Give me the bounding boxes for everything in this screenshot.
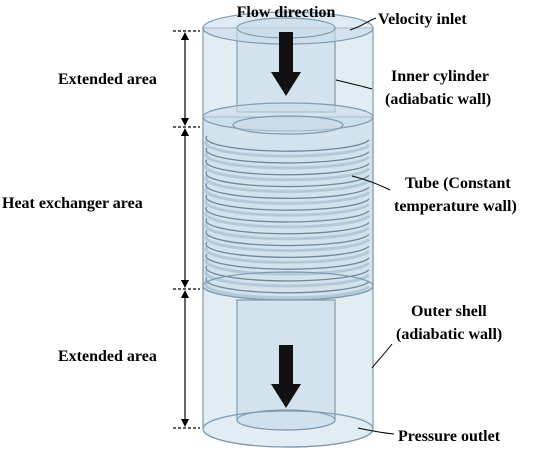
tube-coil-highlight xyxy=(204,151,371,170)
leader-tube xyxy=(351,175,391,191)
leader-inner-cylinder xyxy=(335,79,373,90)
dimension-lines xyxy=(173,30,200,429)
arrowhead xyxy=(181,290,189,298)
tube-coil-highlight xyxy=(204,234,371,253)
tube-coil xyxy=(205,182,370,200)
tube-coil-highlight xyxy=(204,257,371,276)
arrowhead xyxy=(181,32,189,40)
tube-coil xyxy=(205,253,370,270)
arrowhead xyxy=(181,118,189,126)
tube-coil xyxy=(205,135,370,152)
tube-label: Tube (Constant xyxy=(405,175,511,192)
tube-coil-highlight xyxy=(204,246,371,264)
tube-coil-highlight xyxy=(204,222,371,241)
tube-coil-highlight xyxy=(204,175,371,194)
outer-shell-sublabel: (adiabatic wall) xyxy=(396,326,502,343)
tube-coil-highlight xyxy=(204,163,371,182)
arrowhead xyxy=(181,419,189,427)
tube-coil xyxy=(205,277,370,294)
outer-shell-label: Outer shell xyxy=(411,303,487,320)
tube-coil xyxy=(205,241,370,259)
tube-coil xyxy=(205,229,370,247)
velocity-inlet-label: Velocity inlet xyxy=(378,11,467,28)
tube-sublabel: temperature wall) xyxy=(394,198,517,215)
leader-lines xyxy=(335,17,395,435)
heat-exchanger-area-label: Heat exchanger area xyxy=(2,195,143,212)
tube-coil-highlight xyxy=(204,187,371,205)
leader-velocity-inlet xyxy=(349,17,377,31)
tube-coils xyxy=(204,135,371,300)
outlet-outer-ellipse xyxy=(202,410,374,448)
tube-coil-highlight xyxy=(204,198,371,217)
tube-coil xyxy=(205,265,370,282)
tube-coil-highlight xyxy=(204,210,371,229)
tube-coil-highlight xyxy=(204,281,371,300)
tube-coil xyxy=(205,170,370,188)
inner-cylinder-label: Inner cylinder xyxy=(391,68,489,85)
tube-coil xyxy=(205,206,370,223)
arrowhead xyxy=(181,128,189,136)
tube-coil-highlight xyxy=(204,139,371,158)
tube-coil xyxy=(205,218,370,235)
tube-coil xyxy=(205,194,370,211)
tube-coil xyxy=(205,147,370,164)
arrowhead xyxy=(181,280,189,288)
leader-outer-shell xyxy=(371,343,393,369)
tube-coil-highlight xyxy=(204,269,371,288)
flow-direction-label: Flow direction xyxy=(237,4,336,21)
extended-area-top-label: Extended area xyxy=(58,71,157,88)
flow-arrow-top xyxy=(271,32,301,96)
heat-exchanger-bottom-ellipse xyxy=(202,271,374,301)
tube-coil xyxy=(205,159,370,176)
outlet-inner-ellipse xyxy=(236,409,336,431)
pressure-outlet-label: Pressure outlet xyxy=(398,428,501,445)
extended-area-bottom-label: Extended area xyxy=(58,348,157,365)
coil-top-ring xyxy=(232,115,344,135)
leader-pressure-outlet xyxy=(357,427,395,435)
flow-arrow-bottom xyxy=(271,345,301,408)
cylinder-model xyxy=(202,11,374,448)
inner-cylinder-sublabel: (adiabatic wall) xyxy=(385,91,491,108)
dimension-arrowheads xyxy=(181,32,189,427)
